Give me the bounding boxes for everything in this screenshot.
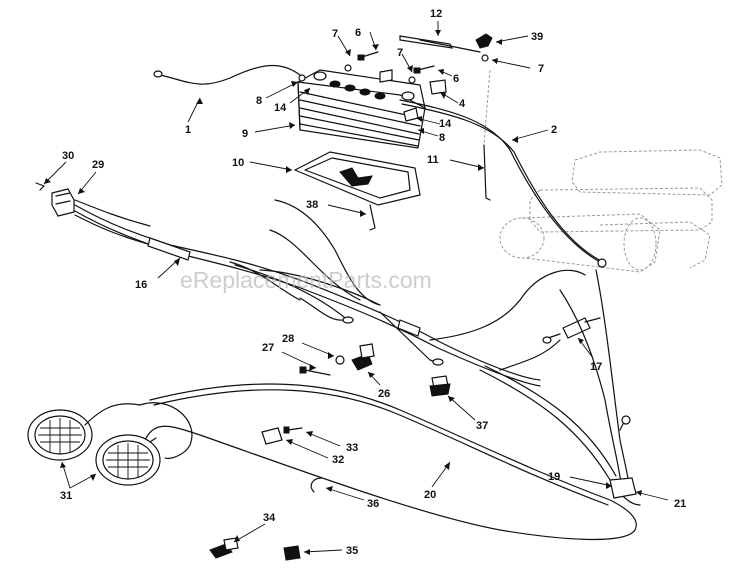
washer-28[interactable]: [335, 355, 345, 365]
rear-light-right[interactable]: [95, 434, 161, 486]
part-label-6[interactable]: 6: [355, 27, 361, 39]
clip-36[interactable]: [310, 477, 323, 493]
rear-light-left[interactable]: [27, 403, 141, 461]
wing-nut[interactable]: [475, 33, 493, 49]
screw-33[interactable]: [287, 427, 303, 431]
part-label-39[interactable]: 39: [531, 31, 543, 43]
harness-connector[interactable]: [51, 188, 75, 217]
part-label-32[interactable]: 32: [332, 454, 344, 466]
wire-lead[interactable]: [274, 199, 381, 306]
watermark: eReplacementParts.com: [180, 267, 432, 293]
battery-tray[interactable]: [293, 151, 421, 206]
part-label-14[interactable]: 14: [274, 102, 287, 114]
part-label-16[interactable]: 16: [135, 279, 147, 291]
part-label-2[interactable]: 2: [551, 124, 557, 136]
part-label-27[interactable]: 27: [262, 342, 274, 354]
part-label-9[interactable]: 9: [242, 128, 248, 140]
part-label-37[interactable]: 37: [476, 420, 488, 432]
part-label-35[interactable]: 35: [346, 545, 358, 557]
main-wiring-harness[interactable]: [74, 199, 541, 387]
positive-cable[interactable]: [399, 99, 601, 263]
screw-head: [283, 426, 290, 434]
grommet[interactable]: [609, 477, 637, 499]
part-label-20[interactable]: 20: [424, 489, 436, 501]
part-label-1[interactable]: 1: [185, 124, 191, 136]
part-label-11[interactable]: 11: [427, 154, 439, 166]
inline-connector[interactable]: [562, 317, 591, 339]
terminal-34[interactable]: [209, 537, 239, 559]
part-label-10[interactable]: 10: [232, 157, 244, 169]
leader-lines: [43, 21, 669, 555]
washer: [481, 54, 489, 62]
part-label-26[interactable]: 26: [378, 388, 390, 400]
hold-down-rod[interactable]: [483, 144, 491, 201]
rear-light-wire[interactable]: [144, 269, 641, 541]
part-label-19[interactable]: 19: [548, 471, 560, 483]
engine-outline: [499, 149, 723, 273]
part-label-31[interactable]: 31: [60, 490, 72, 502]
part-label-17[interactable]: 17: [590, 361, 602, 373]
part-labels: 1 2 4 6 6 7 7 7 8 8 9 10 11 12 14 14 16 …: [60, 8, 686, 557]
part-label-4[interactable]: 4: [459, 98, 466, 110]
part-label-7[interactable]: 7: [332, 28, 338, 40]
part-label-38[interactable]: 38: [306, 199, 318, 211]
part-label-8[interactable]: 8: [439, 132, 445, 144]
part-label-12[interactable]: 12: [430, 8, 442, 20]
harness-clip[interactable]: [35, 182, 45, 191]
bolt-head: [299, 366, 307, 374]
part-label-28[interactable]: 28: [282, 333, 294, 345]
part-label-8[interactable]: 8: [256, 95, 262, 107]
part-label-21[interactable]: 21: [674, 498, 686, 510]
bracket[interactable]: [351, 343, 375, 371]
part-label-30[interactable]: 30: [62, 150, 74, 162]
clamp-32[interactable]: [261, 427, 283, 445]
part-label-29[interactable]: 29: [92, 159, 104, 171]
bolt-27[interactable]: [304, 369, 331, 376]
part-label-7[interactable]: 7: [538, 63, 544, 75]
part-label-14[interactable]: 14: [439, 118, 452, 130]
part-label-6[interactable]: 6: [453, 73, 459, 85]
battery[interactable]: [297, 69, 426, 149]
part-label-7[interactable]: 7: [397, 47, 403, 59]
clip-35[interactable]: [283, 545, 301, 561]
part-label-34[interactable]: 34: [263, 512, 276, 524]
hold-down-bar[interactable]: [399, 35, 481, 53]
negative-cable[interactable]: [159, 64, 301, 85]
switch-37[interactable]: [429, 375, 451, 397]
part-label-36[interactable]: 36: [367, 498, 379, 510]
part-label-33[interactable]: 33: [346, 442, 358, 454]
